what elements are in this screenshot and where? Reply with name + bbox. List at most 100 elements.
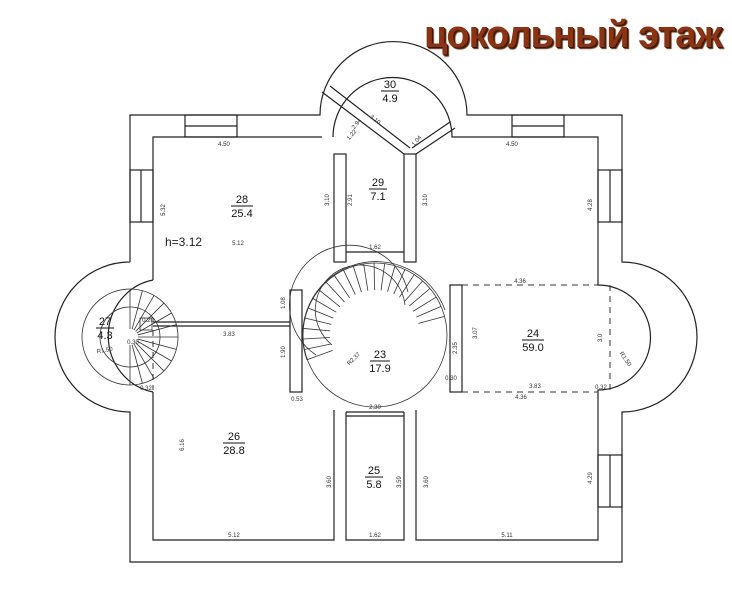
svg-text:R1.50: R1.50 [96,347,113,356]
svg-text:4.50: 4.50 [506,142,518,148]
stair-tread [133,295,155,331]
svg-text:2.91: 2.91 [348,194,354,206]
svg-text:3.10: 3.10 [423,194,429,206]
stair-tread [135,342,165,372]
svg-text:5.12: 5.12 [232,241,244,247]
stair-tread [325,281,345,303]
svg-text:0.32: 0.32 [140,386,152,392]
svg-text:1.62: 1.62 [369,533,381,539]
room-23[interactable]: 23 17.9 [369,349,390,375]
svg-text:0.30: 0.30 [445,376,457,382]
stair-tread [416,306,442,318]
svg-text:7.1: 7.1 [370,191,385,203]
outer-wall [54,40,698,563]
stair-tread [136,312,172,334]
svg-text:28: 28 [236,194,248,206]
floor-title: цокольный этаж [424,14,722,56]
stair-tread [307,350,333,361]
svg-text:0.20: 0.20 [142,318,154,324]
svg-text:0.30: 0.30 [127,340,139,346]
left-inner-arc [107,279,154,393]
svg-text:R1.50: R1.50 [618,351,632,368]
svg-text:0.53: 0.53 [291,397,303,403]
svg-text:30: 30 [384,79,396,91]
stair-tread [303,328,331,332]
room-24-boundaries [152,284,611,393]
corridor-walls [153,85,463,417]
svg-text:29: 29 [372,177,384,189]
stair-tread [304,317,332,325]
svg-text:25.4: 25.4 [231,208,252,220]
svg-text:4.28: 4.28 [588,199,594,211]
stair-tread [413,296,437,312]
svg-text:1.08: 1.08 [281,297,287,309]
svg-text:1.90: 1.90 [281,346,287,358]
stair-tread [418,315,445,324]
svg-text:3.0: 3.0 [598,333,604,342]
svg-text:23: 23 [374,349,386,361]
stair-tread [131,344,143,384]
svg-text:3.83: 3.83 [223,332,235,338]
svg-text:0.32: 0.32 [595,385,607,391]
svg-text:3.59: 3.59 [397,476,403,488]
svg-text:4.50: 4.50 [218,142,230,148]
stair-tread [312,298,337,313]
svg-text:R2.37: R2.37 [347,351,363,367]
stair-tread [393,269,406,295]
room-29[interactable]: 297.1 [369,177,387,203]
svg-text:3.10: 3.10 [325,194,331,206]
svg-text:2.35: 2.35 [453,342,459,354]
stair-tread [137,324,177,336]
stair-tread [308,307,334,319]
svg-text:4.36: 4.36 [515,395,527,401]
stair-tread [380,263,386,291]
svg-text:5.32: 5.32 [161,204,167,216]
stair-tread [343,270,356,295]
stair-tread [133,343,155,379]
svg-text:4.3: 4.3 [97,330,112,342]
stair-tread [136,340,172,362]
svg-text:2.30: 2.30 [369,405,381,411]
svg-text:3.07: 3.07 [473,327,479,339]
stair-tread [304,343,331,350]
svg-text:5.12: 5.12 [228,533,240,539]
svg-text:1.62: 1.62 [369,245,381,251]
svg-text:17.9: 17.9 [369,363,390,375]
stair-tread [399,274,415,298]
room-27[interactable]: 274.3 [96,316,114,342]
svg-text:3.60: 3.60 [424,476,430,488]
windows [129,114,623,508]
stair-tread [352,266,362,293]
stair-tread [334,275,350,299]
room-24[interactable]: 24 59.0 [522,328,544,354]
svg-text:28.8: 28.8 [223,445,244,457]
room-30[interactable]: 304.9 [381,79,399,105]
room-28[interactable]: 28 25.4 [231,194,253,220]
svg-text:4.9: 4.9 [382,93,397,105]
svg-text:25: 25 [368,465,380,477]
svg-text:4.29: 4.29 [588,472,594,484]
stair-tread [387,265,396,292]
stair-tread [409,288,431,307]
stair-tread [363,263,369,291]
stair-tread [135,302,165,332]
ceiling-height-label: h=3.12 [165,235,202,249]
svg-text:24: 24 [527,328,539,340]
stair-tread [318,289,341,308]
svg-text:6.16: 6.16 [180,439,186,451]
stair-tread-lines [129,263,445,385]
svg-text:4.36: 4.36 [514,279,526,285]
stair-tread [404,280,423,302]
svg-text:59.0: 59.0 [522,342,543,354]
room-25[interactable]: 255.8 [365,465,383,491]
stair-tread [137,338,177,350]
stair-tread [303,337,331,340]
room-26[interactable]: 26 28.8 [223,431,245,457]
svg-text:5.8: 5.8 [366,479,381,491]
svg-text:26: 26 [228,431,240,443]
main-staircase [289,244,448,408]
svg-text:27: 27 [99,316,111,328]
svg-text:1.22: 1.22 [346,128,359,141]
svg-text:3.83: 3.83 [529,384,541,390]
